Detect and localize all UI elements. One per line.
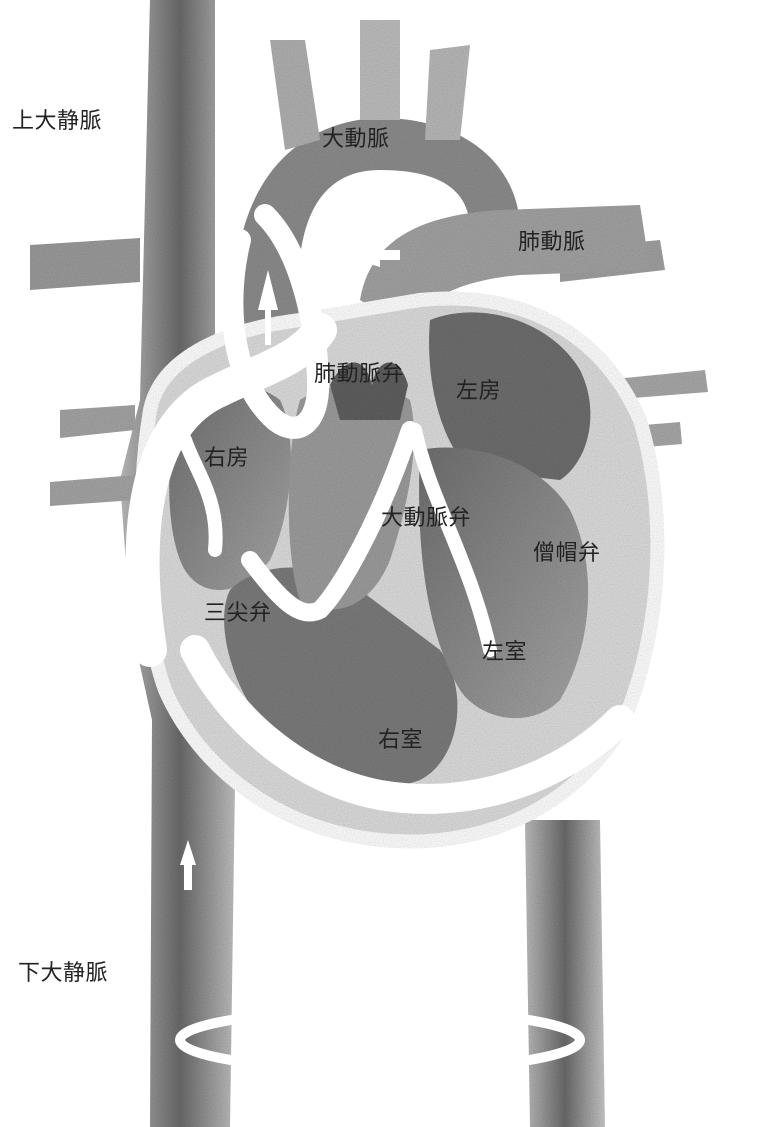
label-left-atrium: 左房 <box>456 373 501 405</box>
label-left-ventricle: 左室 <box>482 634 527 666</box>
aortic-arch-branch-3 <box>425 45 470 140</box>
label-superior-vena-cava: 上大静脈 <box>12 103 102 135</box>
label-inferior-vena-cava: 下大静脈 <box>18 955 108 987</box>
aortic-arch-branch-1 <box>270 40 320 150</box>
label-aortic-valve: 大動脈弁 <box>381 500 471 532</box>
label-tricuspid-valve: 三尖弁 <box>204 595 272 627</box>
aortic-arch-branch-2 <box>360 20 400 120</box>
label-pulmonary-artery: 肺動脈 <box>518 224 586 256</box>
label-pulmonary-valve: 肺動脈弁 <box>314 356 404 388</box>
left-branch-mid <box>60 405 135 438</box>
descending-aorta-shape <box>525 820 605 1127</box>
lower-ring <box>180 1010 580 1070</box>
label-right-atrium: 右房 <box>204 440 249 472</box>
label-aorta: 大動脈 <box>322 121 390 153</box>
label-right-ventricle: 右室 <box>378 722 423 754</box>
label-mitral-valve: 僧帽弁 <box>533 535 601 567</box>
left-branch-upper <box>30 238 140 290</box>
